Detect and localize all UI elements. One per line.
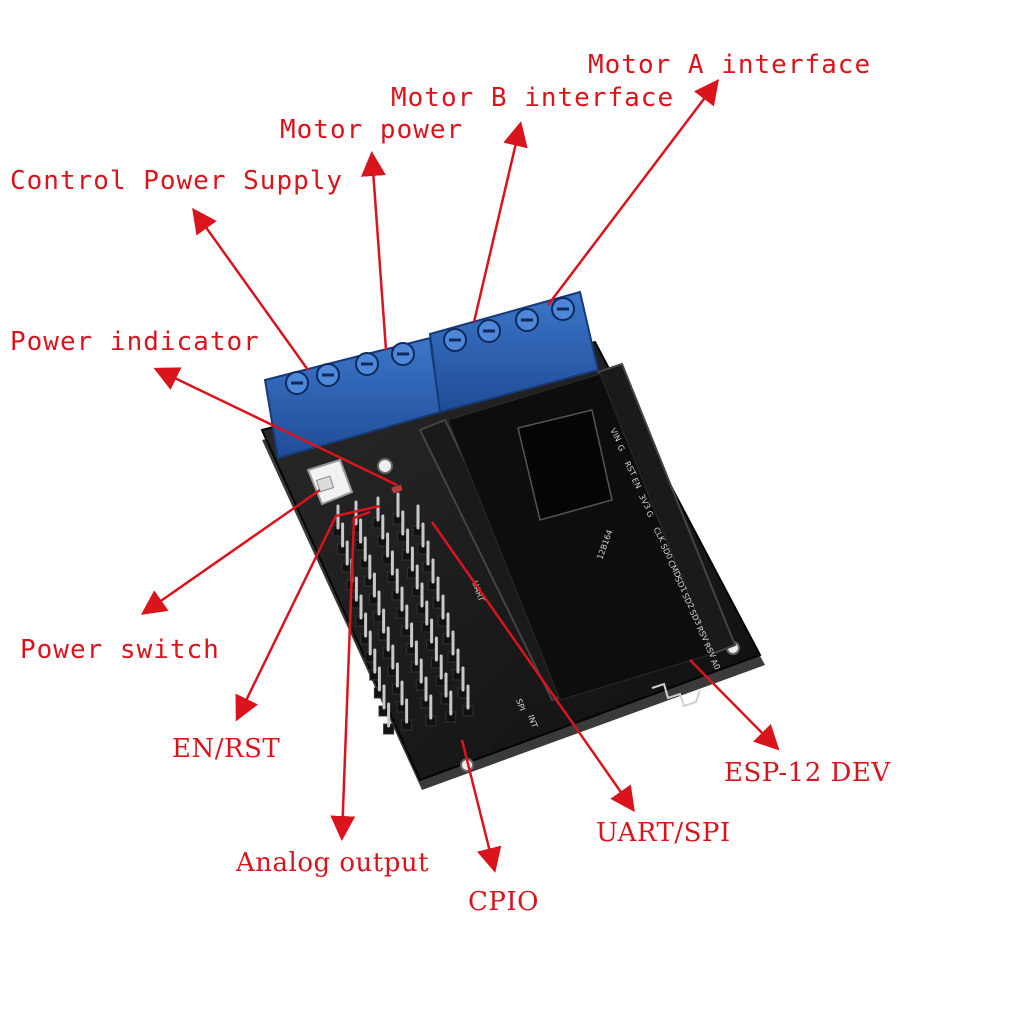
esp12-socket <box>418 362 737 708</box>
silkscreen-pin-label: G <box>615 443 626 453</box>
silkscreen-pin-label: G <box>644 509 655 519</box>
terminal-block-right <box>428 290 600 414</box>
label-uart-spi: UART/SPI <box>596 818 731 848</box>
label-power-indicator: Power indicator <box>10 327 260 357</box>
int-silkscreen-label: INT <box>526 714 539 730</box>
arrow-motor-a-interface <box>547 79 720 306</box>
arrow-uart-spi <box>430 521 635 813</box>
arrow-cpio <box>460 739 502 873</box>
arrow-analog-output <box>330 510 371 841</box>
label-motor-a-interface: Motor A interface <box>588 50 872 80</box>
label-cpio: CPIO <box>468 887 539 917</box>
power-indicator-led <box>391 484 403 494</box>
mounting-hole <box>377 458 393 474</box>
terminal-block-left <box>263 336 442 460</box>
label-control-power-supply: Control Power Supply <box>10 166 344 196</box>
arrow-esp12-dev <box>689 659 780 751</box>
arrow-motor-power <box>360 151 388 351</box>
label-analog-output: Analog output <box>236 848 430 878</box>
arrow-control-power-supply <box>192 207 310 371</box>
annotation-arrows <box>140 79 780 873</box>
silkscreen-pin-label: A0 <box>709 658 722 672</box>
arrow-power-indicator <box>153 367 398 487</box>
label-en-rst: EN/RST <box>172 734 281 764</box>
pin-headers <box>332 492 474 735</box>
label-power-switch: Power switch <box>20 635 220 665</box>
label-motor-b-interface: Motor B interface <box>391 83 675 113</box>
label-motor-power: Motor power <box>280 115 464 145</box>
spi-silkscreen-label: SPI <box>514 698 527 713</box>
arrow-motor-b-interface <box>472 121 528 323</box>
arrow-power-switch <box>140 488 321 615</box>
label-esp12-dev: ESP-12 DEV <box>724 758 891 788</box>
power-switch <box>306 458 354 506</box>
arrow-en-rst <box>235 504 381 722</box>
